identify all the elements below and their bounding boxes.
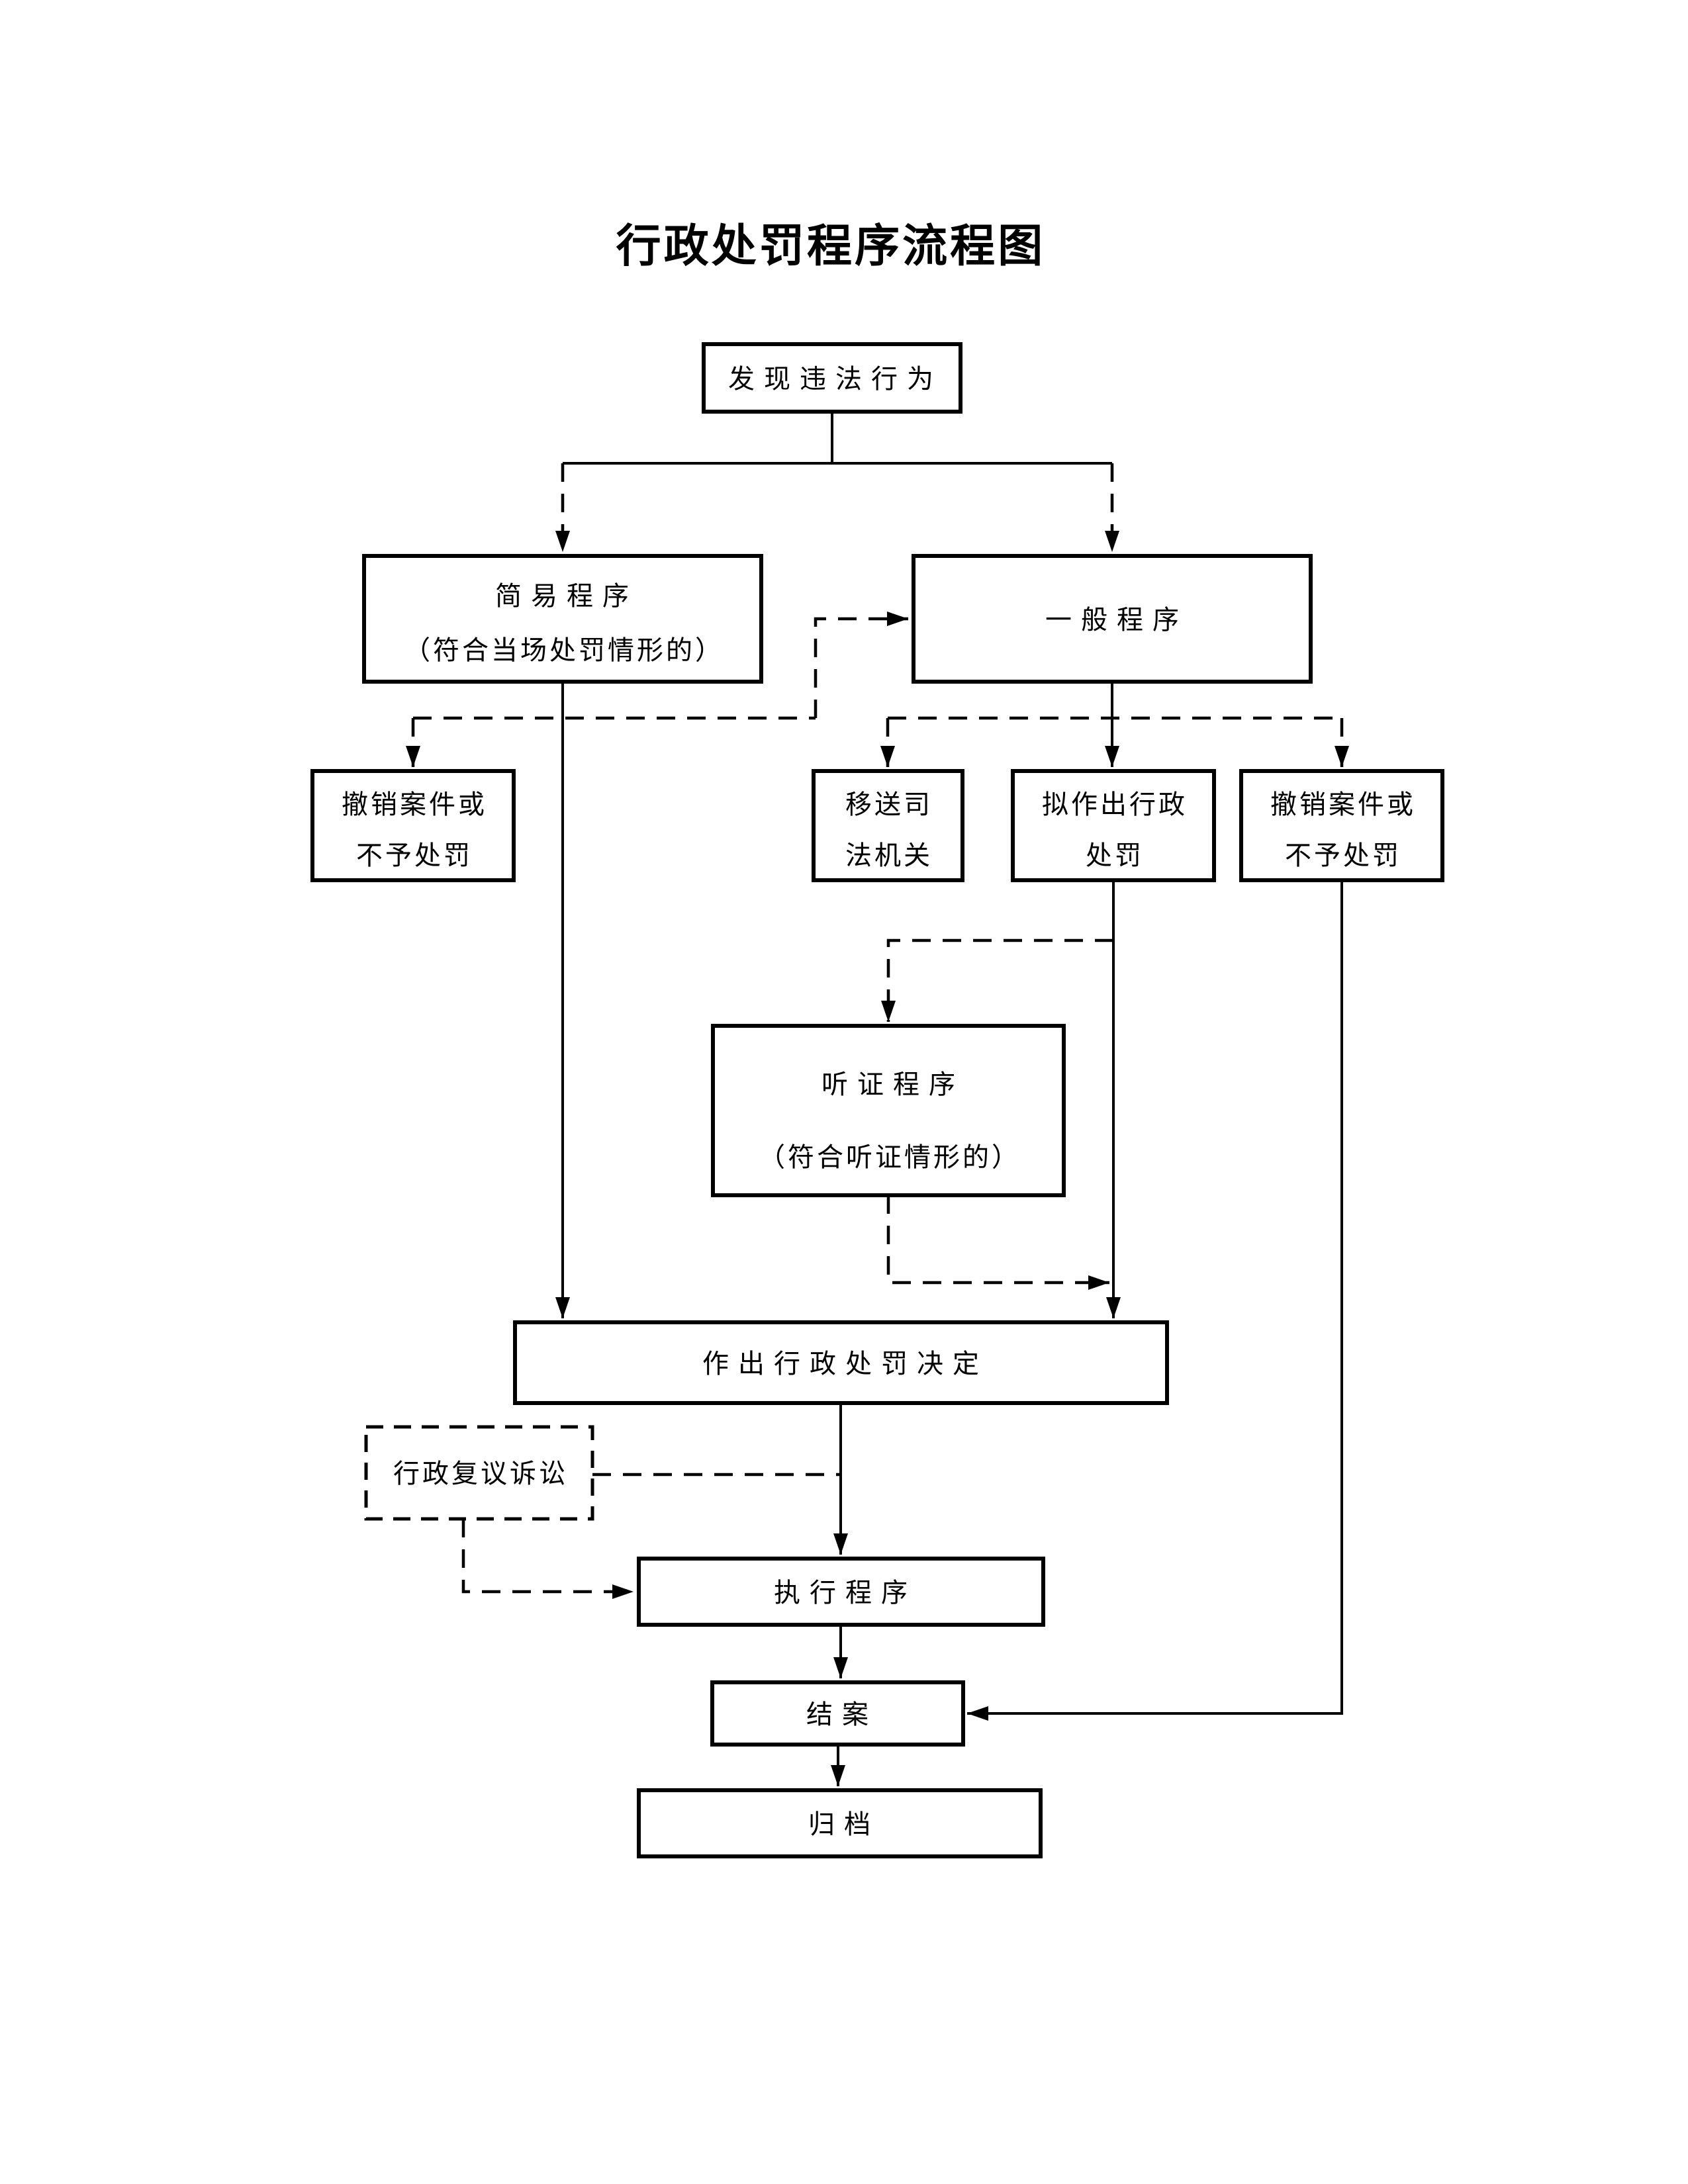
- node-transfer-label-line1: 移送司: [845, 790, 933, 820]
- node-execute-box: [637, 1557, 1045, 1627]
- node-discover-box: [702, 342, 962, 414]
- node-decision-label: 作出行政处罚决定: [702, 1349, 988, 1379]
- connector-simple-to-general: [814, 612, 908, 718]
- node-withdraw-right-box: [1239, 769, 1444, 882]
- node-archive-box: [637, 1788, 1043, 1858]
- node-close-label: 结案: [806, 1700, 878, 1730]
- node-decision-box: [513, 1320, 1169, 1405]
- node-discover-label: 发现违法行为: [728, 364, 943, 394]
- node-close-box: [710, 1680, 965, 1747]
- connector-hearing-return: [886, 1195, 1109, 1290]
- node-archive-label: 归档: [808, 1809, 880, 1840]
- node-proposed-label-line1: 拟作出行政: [1042, 790, 1188, 820]
- node-withdraw-left-label-line1: 撤销案件或: [342, 790, 487, 820]
- node-withdraw-left-label-line2: 不予处罚: [356, 841, 473, 871]
- node-proposed-label-line2: 处罚: [1086, 841, 1144, 871]
- node-hearing-label-line1: 听证程序: [821, 1069, 964, 1100]
- node-execute-label: 执行程序: [774, 1578, 917, 1608]
- node-simple-label-line2: （符合当场处罚情形的）: [404, 635, 724, 666]
- node-transfer-label-line2: 法机关: [845, 841, 933, 871]
- node-simple-box: [362, 554, 763, 684]
- connector-review-to-execute: [461, 1519, 633, 1599]
- node-review-label: 行政复议诉讼: [393, 1459, 568, 1489]
- node-hearing-label-line2: （符合听证情形的）: [759, 1142, 1021, 1173]
- connector-to-hearing: [881, 938, 1113, 1022]
- node-proposed-box: [1011, 769, 1216, 882]
- connector-withdraw-right-to-close: [967, 880, 1343, 1721]
- node-general-box: [912, 554, 1313, 684]
- node-simple-label-line1: 简易程序: [495, 581, 638, 612]
- node-general-label: 一般程序: [1045, 605, 1188, 635]
- page-title: 行政处罚程序流程图: [616, 220, 1046, 273]
- node-review-box: [364, 1425, 594, 1521]
- node-transfer-box: [812, 769, 964, 882]
- node-withdraw-right-label-line1: 撤销案件或: [1270, 790, 1416, 820]
- node-withdraw-right-label-line2: 不予处罚: [1285, 841, 1401, 871]
- node-hearing-box: [711, 1024, 1066, 1197]
- node-withdraw-left-box: [310, 769, 516, 882]
